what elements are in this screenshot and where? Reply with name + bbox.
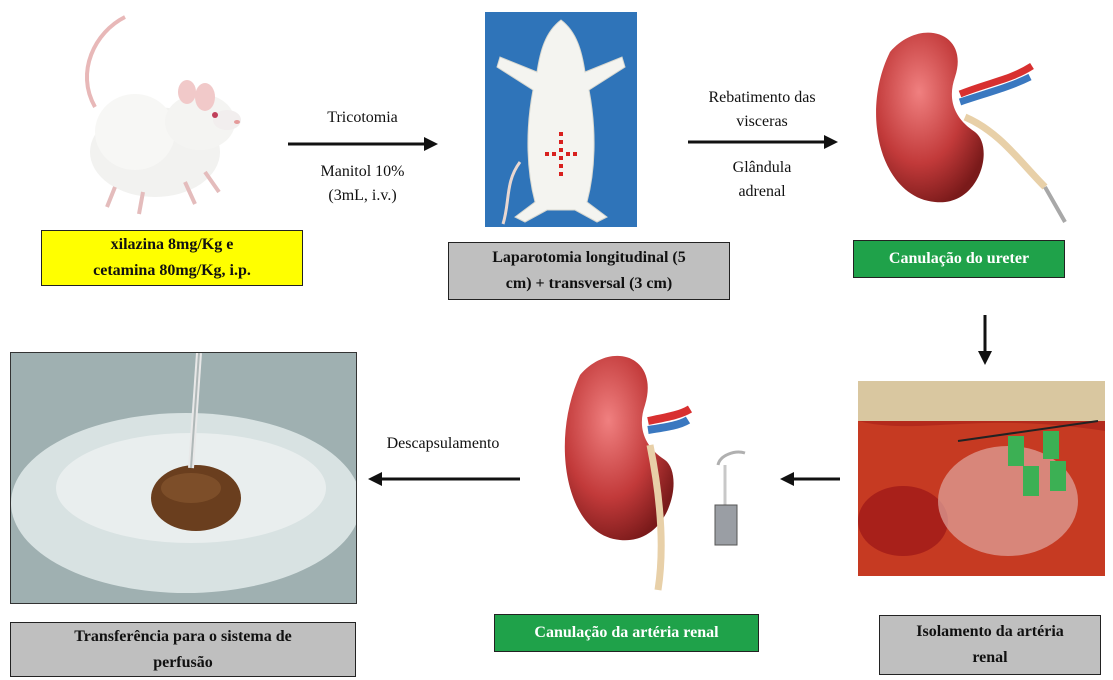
perfusion-photo [10, 352, 357, 604]
arrow-down [975, 315, 995, 365]
laparotomy-photo [485, 12, 637, 227]
arrow-right-1 [288, 135, 438, 155]
laparotomy-line2: cm) + transversal (3 cm) [492, 271, 686, 297]
artery-cannulation-box: Canulação da artéria renal [494, 614, 759, 652]
transfer-line2: perfusão [74, 650, 291, 676]
ureter-line1: Canulação do ureter [889, 246, 1029, 272]
anesthesia-line1: xilazina 8mg/Kg e [93, 232, 251, 258]
artery-cannulation-line1: Canulação da artéria renal [534, 620, 718, 646]
ureter-box: Canulação do ureter [853, 240, 1065, 278]
kidney-artery-illustration [550, 345, 780, 605]
arrow-left-1 [780, 470, 840, 490]
arrow2-top-label-2: visceras [682, 110, 842, 134]
arrow-right-2 [688, 133, 838, 153]
arrow1-bottom-label-2: (3mL, i.v.) [300, 184, 425, 208]
arrow-left-2 [368, 470, 520, 490]
transfer-line1: Transferência para o sistema de [74, 624, 291, 650]
kidney-ureter-illustration [860, 22, 1075, 237]
arrow2-top-label-1: Rebatimento das [682, 86, 842, 110]
isolation-line2: renal [916, 645, 1064, 671]
isolation-line1: Isolamento da artéria [916, 619, 1064, 645]
artery-isolation-photo [858, 381, 1105, 576]
arrow2-bottom-label-1: Glândula [682, 156, 842, 180]
arrow5-label: Descapsulamento [368, 432, 518, 456]
arrow1-bottom-label-1: Manitol 10% [300, 160, 425, 184]
rat-photo [55, 12, 260, 222]
anesthesia-line2: cetamina 80mg/Kg, i.p. [93, 258, 251, 284]
laparotomy-line1: Laparotomia longitudinal (5 [492, 245, 686, 271]
arrow2-bottom-label-2: adrenal [682, 180, 842, 204]
arrow1-top-label: Tricotomia [300, 106, 425, 130]
